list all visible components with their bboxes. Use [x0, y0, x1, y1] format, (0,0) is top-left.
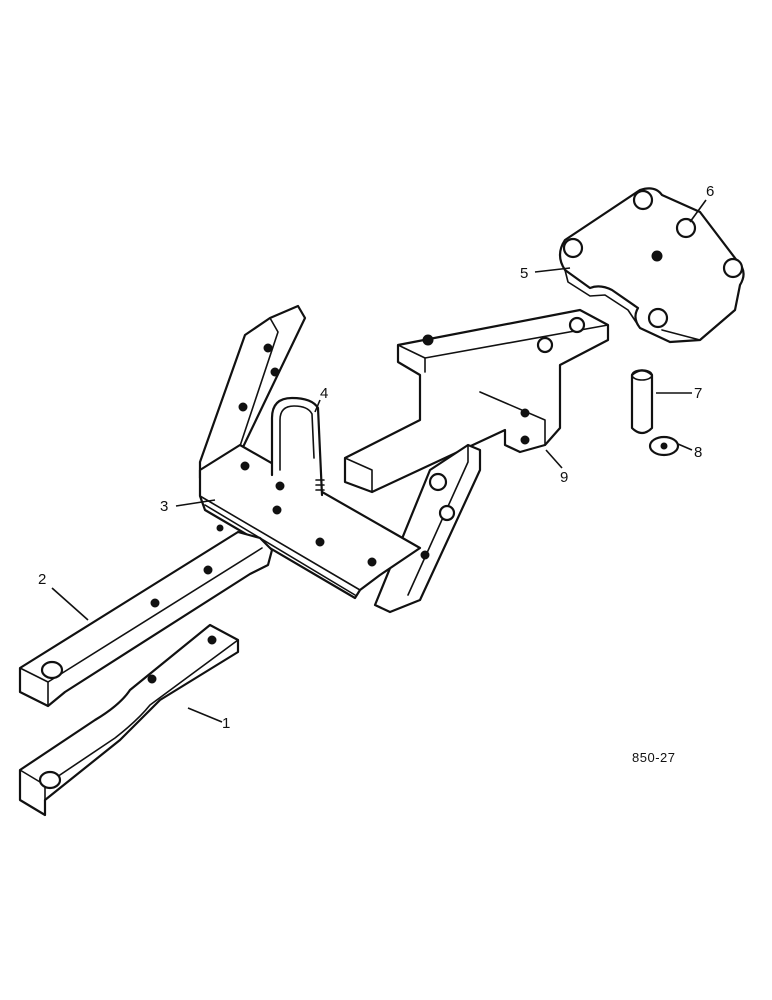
- callout-labels: 1 2 3 4 5 6 7 8 9: [38, 183, 714, 732]
- part-5-hitch-plate: [558, 187, 745, 344]
- callout-6: 6: [706, 183, 714, 200]
- part-8-washer: [648, 435, 680, 457]
- part-4-u-bolt: [270, 396, 325, 497]
- callout-5: 5: [520, 265, 528, 282]
- leader-2: [51, 587, 89, 621]
- callout-4: 4: [320, 385, 328, 402]
- part-3-right-upright: [373, 443, 482, 614]
- leader-1: [187, 707, 223, 723]
- callout-9: 9: [560, 469, 568, 486]
- part-7-pin: [630, 369, 654, 435]
- callout-8: 8: [694, 444, 702, 461]
- callout-3: 3: [160, 498, 168, 515]
- leader-6: [689, 199, 707, 223]
- part-3-left-upright: [198, 304, 307, 480]
- callout-1: 1: [222, 715, 230, 732]
- leader-lines: [51, 199, 707, 723]
- part-1-offset-drawbar: [18, 623, 240, 817]
- leader-8: [677, 443, 693, 451]
- part-2-lower-bar: [18, 524, 274, 708]
- callout-2: 2: [38, 571, 46, 588]
- part-9-cross-bar: [343, 308, 610, 494]
- leader-3: [175, 499, 216, 507]
- leader-4: [314, 399, 321, 413]
- leader-5: [534, 267, 571, 273]
- leader-9: [545, 449, 563, 469]
- callout-7: 7: [694, 385, 702, 402]
- reference-code: 850-27: [632, 750, 675, 765]
